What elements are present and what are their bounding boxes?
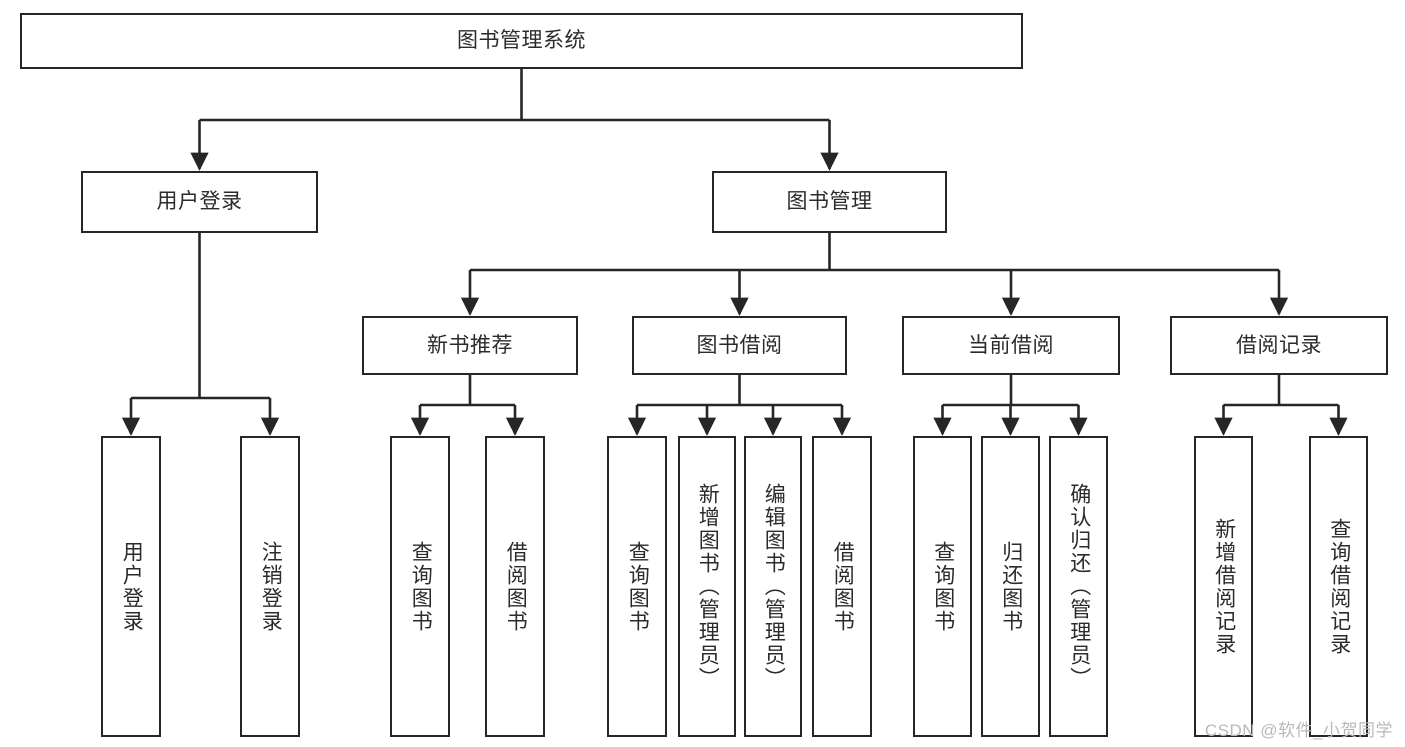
leaf-borrow-book-1-label: 借阅图书: [504, 540, 528, 633]
leaf-user-logout-box[interactable]: 注销登录: [240, 436, 300, 737]
leaf-user-logout-label: 注销登录: [259, 540, 283, 633]
leaf-query-book-1-box[interactable]: 查询图书: [390, 436, 450, 737]
leaf-confirm-return-label: 确认归还（管理员）: [1067, 483, 1091, 690]
borrow-record-label: 借阅记录: [1236, 333, 1322, 357]
leaf-query-book-1-label: 查询图书: [409, 540, 433, 633]
leaf-borrow-book-2-box[interactable]: 借阅图书: [812, 436, 872, 737]
leaf-add-record-box[interactable]: 新增借阅记录: [1194, 436, 1253, 737]
leaf-query-book-3-label: 查询图书: [931, 540, 955, 633]
leaf-user-login-label: 用户登录: [120, 540, 144, 633]
leaf-add-record-label: 新增借阅记录: [1212, 517, 1236, 656]
root-label: 图书管理系统: [457, 29, 586, 53]
current-borrow-label: 当前借阅: [968, 333, 1054, 357]
leaf-edit-book-label: 编辑图书（管理员）: [762, 483, 786, 690]
leaf-return-book-box[interactable]: 归还图书: [981, 436, 1040, 737]
user-login-box[interactable]: 用户登录: [81, 171, 318, 233]
leaf-edit-book-box[interactable]: 编辑图书（管理员）: [744, 436, 802, 737]
leaf-query-book-3-box[interactable]: 查询图书: [913, 436, 972, 737]
leaf-query-record-box[interactable]: 查询借阅记录: [1309, 436, 1368, 737]
root-box[interactable]: 图书管理系统: [20, 13, 1023, 69]
leaf-return-book-label: 归还图书: [999, 540, 1023, 633]
watermark-text: CSDN @软件_小贺同学: [1204, 721, 1393, 740]
new-book-recommend-label: 新书推荐: [427, 333, 513, 357]
leaf-add-book-box[interactable]: 新增图书（管理员）: [678, 436, 736, 737]
book-borrow-box[interactable]: 图书借阅: [632, 316, 847, 375]
leaf-borrow-book-2-label: 借阅图书: [831, 540, 855, 633]
user-login-label: 用户登录: [156, 190, 243, 214]
current-borrow-box[interactable]: 当前借阅: [902, 316, 1120, 375]
borrow-record-box[interactable]: 借阅记录: [1170, 316, 1388, 375]
book-manage-label: 图书管理: [786, 190, 873, 214]
leaf-query-book-2-label: 查询图书: [626, 540, 650, 633]
leaf-confirm-return-box[interactable]: 确认归还（管理员）: [1049, 436, 1108, 737]
leaf-query-book-2-box[interactable]: 查询图书: [607, 436, 667, 737]
leaf-query-record-label: 查询借阅记录: [1327, 517, 1351, 656]
book-borrow-label: 图书借阅: [696, 333, 783, 357]
book-manage-box[interactable]: 图书管理: [712, 171, 947, 233]
leaf-user-login-box[interactable]: 用户登录: [101, 436, 161, 737]
new-book-recommend-box[interactable]: 新书推荐: [362, 316, 578, 375]
leaf-add-book-label: 新增图书（管理员）: [696, 483, 720, 690]
leaf-borrow-book-1-box[interactable]: 借阅图书: [485, 436, 545, 737]
